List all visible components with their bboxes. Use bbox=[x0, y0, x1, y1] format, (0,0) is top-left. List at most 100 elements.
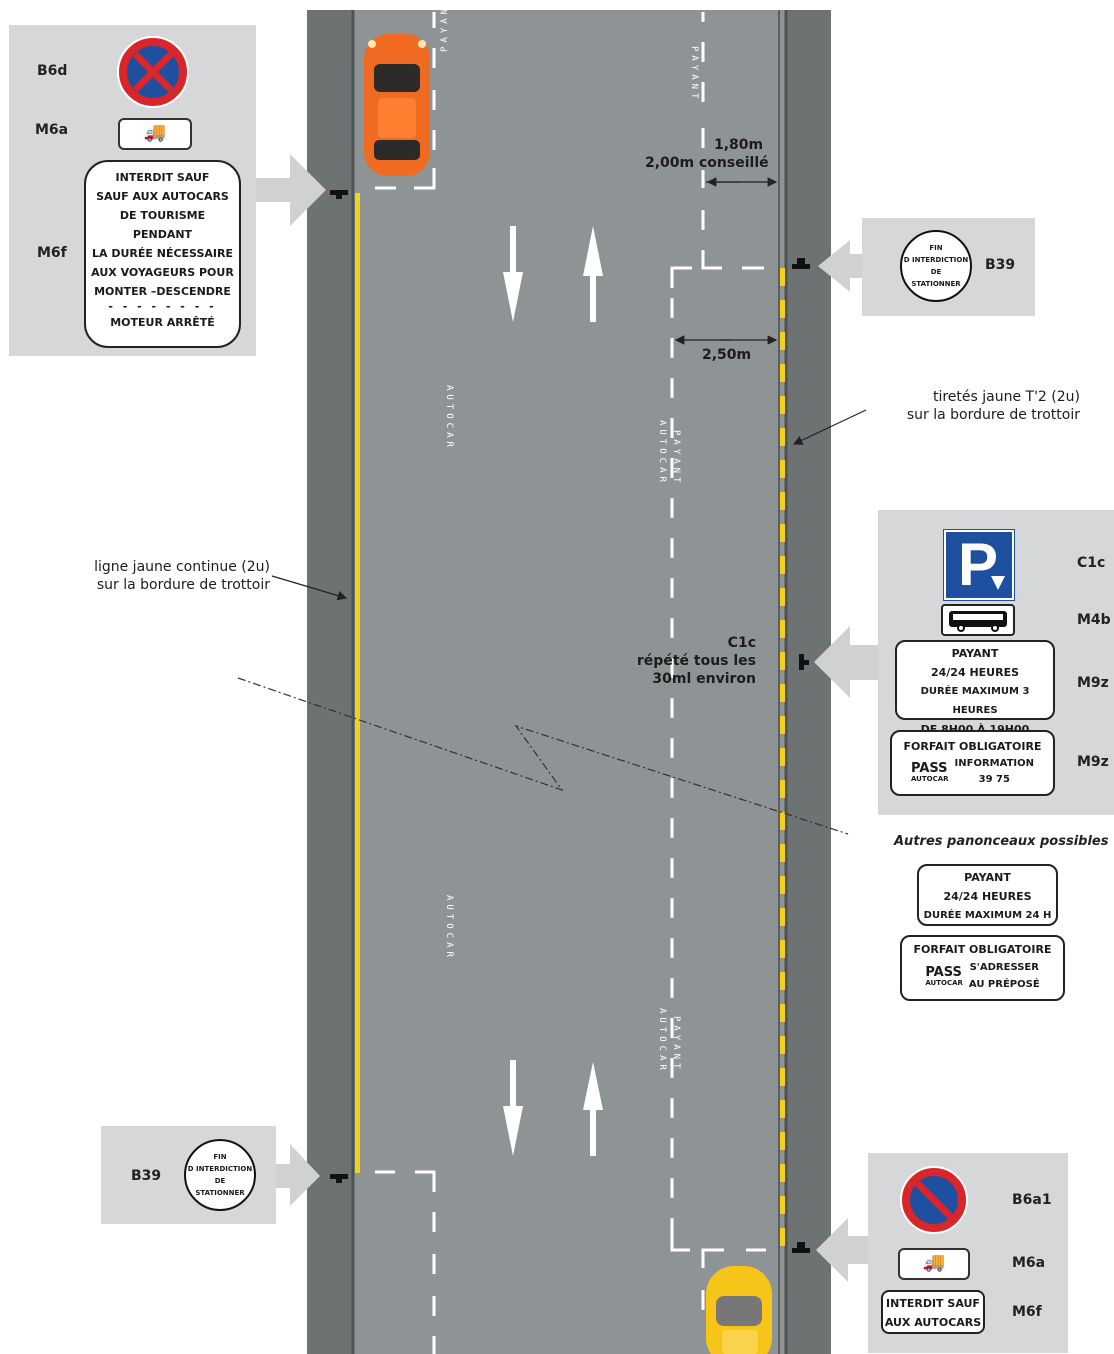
plaque-line: PENDANT bbox=[132, 228, 193, 241]
yellow-dash bbox=[780, 940, 785, 958]
car-icon bbox=[364, 34, 430, 176]
sign-line: STATIONNER bbox=[195, 1189, 245, 1197]
sign-code-m9z: M9z bbox=[1077, 675, 1109, 691]
sign-code-m6a: M6a bbox=[1012, 1255, 1046, 1271]
sign-line: DE bbox=[930, 268, 942, 276]
yellow-dash bbox=[780, 556, 785, 574]
yellow-dash bbox=[780, 748, 785, 766]
note-line: sur la bordure de trottoir bbox=[906, 407, 1080, 423]
parking-sign-icon: P bbox=[943, 529, 1015, 601]
plaque-line: 24/24 HEURES bbox=[943, 890, 1032, 903]
dimension-200: 2,00m conseillé bbox=[645, 155, 769, 171]
road-surface bbox=[307, 10, 831, 1354]
road-text-autocar: AUTOCAR bbox=[444, 895, 454, 961]
plaque-line: DURÉE MAXIMUM 24 H bbox=[923, 910, 1052, 921]
left-sidewalk bbox=[307, 10, 353, 1354]
sign-code-b6d: B6d bbox=[37, 63, 68, 79]
continuous-line-note: ligne jaune continue (2u) sur la bordure… bbox=[58, 558, 270, 594]
yellow-dash bbox=[780, 1196, 785, 1214]
plaque-line: LA DURÉE NÉCESSAIRE bbox=[92, 247, 233, 260]
road-text-autocar: AUTOCAR bbox=[657, 1008, 667, 1074]
road-text-payant: PAYANT bbox=[671, 430, 681, 487]
yellow-dash bbox=[780, 332, 785, 350]
plaque-line: MOTEUR ARRÊTÉ bbox=[110, 316, 215, 329]
yellow-dash bbox=[780, 396, 785, 414]
yellow-dash bbox=[780, 300, 785, 318]
sign-post-marker bbox=[330, 190, 810, 1253]
right-sidewalk bbox=[786, 10, 831, 1354]
sign-line: DE bbox=[214, 1177, 226, 1185]
sign-code-b6a1: B6a1 bbox=[1012, 1192, 1052, 1208]
plaque-line: DURÉE MAXIMUM 3 HEURES bbox=[920, 686, 1030, 716]
yellow-dash bbox=[780, 652, 785, 670]
yellow-dash bbox=[780, 1004, 785, 1022]
m6f-plaque-bottom-right: INTERDIT SAUF AUX AUTOCARS bbox=[881, 1290, 985, 1334]
sign-code-m9z: M9z bbox=[1077, 754, 1109, 770]
no-parking-sign-icon bbox=[900, 1166, 968, 1234]
road-text-autocar: AUTOCAR bbox=[657, 420, 667, 486]
meter-icon bbox=[991, 576, 1005, 590]
note-line: 30ml environ bbox=[652, 671, 756, 687]
pass-logo-sub: AUTOCAR bbox=[925, 978, 963, 987]
callout-arrows bbox=[256, 154, 878, 1282]
sign-code-m4b: M4b bbox=[1077, 612, 1111, 628]
yellow-dash bbox=[780, 1228, 785, 1246]
yellow-dash bbox=[780, 460, 785, 478]
sign-code-b39: B39 bbox=[985, 257, 1016, 273]
plaque-divider: - - - - - - - - bbox=[108, 300, 217, 313]
dimension-lines bbox=[271, 177, 867, 601]
note-line: C1c bbox=[727, 635, 756, 651]
plaque-line: INFORMATION bbox=[954, 758, 1034, 769]
road-text-payant: PAYANT bbox=[440, 0, 450, 52]
road-text-payant: PAYANT bbox=[671, 1016, 681, 1073]
m6f-plaque-top-left: INTERDIT SAUF SAUF AUX AUTOCARS DE TOURI… bbox=[84, 160, 241, 348]
note-line: tiretés jaune T'2 (2u) bbox=[932, 389, 1080, 405]
plaque-line: AU PRÉPOSÉ bbox=[968, 979, 1040, 990]
sign-line: D INTERDICTION bbox=[187, 1165, 253, 1173]
parking-letter: P bbox=[958, 531, 999, 598]
plaque-line: AUX AUTOCARS bbox=[884, 1316, 982, 1329]
yellow-dash bbox=[780, 1164, 785, 1182]
fin-interdiction-sign-icon: FIN D INTERDICTION DE STATIONNER bbox=[900, 230, 972, 302]
yellow-dash bbox=[780, 1100, 785, 1118]
plaque-line: 24/24 HEURES bbox=[930, 666, 1020, 679]
yellow-dash bbox=[780, 812, 785, 830]
fin-interdiction-sign-icon: FIN D INTERDICTION DE STATIONNER bbox=[184, 1139, 256, 1211]
sign-line: FIN bbox=[213, 1153, 227, 1161]
plaque-line: MONTER –DESCENDRE bbox=[94, 285, 231, 298]
payant-24h-plaque: PAYANT 24/24 HEURES DURÉE MAXIMUM 24 H bbox=[917, 864, 1058, 926]
yellow-dash bbox=[780, 1036, 785, 1054]
pass-logo-text: PASS bbox=[925, 964, 962, 980]
tow-truck-icon: 🚚 bbox=[118, 118, 192, 150]
plaque-line: PAYANT bbox=[964, 871, 1011, 884]
yellow-dash bbox=[780, 620, 785, 638]
pass-logo-text: PASS bbox=[910, 760, 948, 776]
yellow-dash bbox=[780, 844, 785, 862]
yellow-dash bbox=[780, 588, 785, 606]
break-line bbox=[237, 677, 849, 835]
sign-code-b39: B39 bbox=[131, 1168, 162, 1184]
plaque-line: 39 75 bbox=[978, 774, 1010, 785]
continuous-yellow-line bbox=[355, 193, 360, 1173]
plaque-line: SAUF AUX AUTOCARS bbox=[96, 190, 229, 203]
sign-code-m6f: M6f bbox=[1012, 1304, 1042, 1320]
plaque-line: PAYANT bbox=[951, 647, 999, 660]
no-stopping-sign-icon bbox=[117, 36, 189, 108]
yellow-dash bbox=[780, 524, 785, 542]
dashed-yellow-line bbox=[780, 268, 785, 1246]
plaque-line: DE TOURISME bbox=[119, 209, 206, 222]
sign-line: D INTERDICTION bbox=[903, 256, 969, 264]
arrow-up-icon bbox=[583, 1062, 603, 1156]
other-plaques-title: Autres panonceaux possibles bbox=[894, 834, 1109, 849]
yellow-dash bbox=[780, 684, 785, 702]
sign-code-m6a: M6a bbox=[35, 122, 69, 138]
note-line: ligne jaune continue (2u) bbox=[94, 559, 270, 575]
yellow-dash bbox=[780, 1068, 785, 1086]
yellow-dash bbox=[780, 1132, 785, 1150]
sign-code-c1c: C1c bbox=[1077, 555, 1106, 571]
sign-code-m6f: M6f bbox=[37, 245, 67, 261]
yellow-dash bbox=[780, 780, 785, 798]
